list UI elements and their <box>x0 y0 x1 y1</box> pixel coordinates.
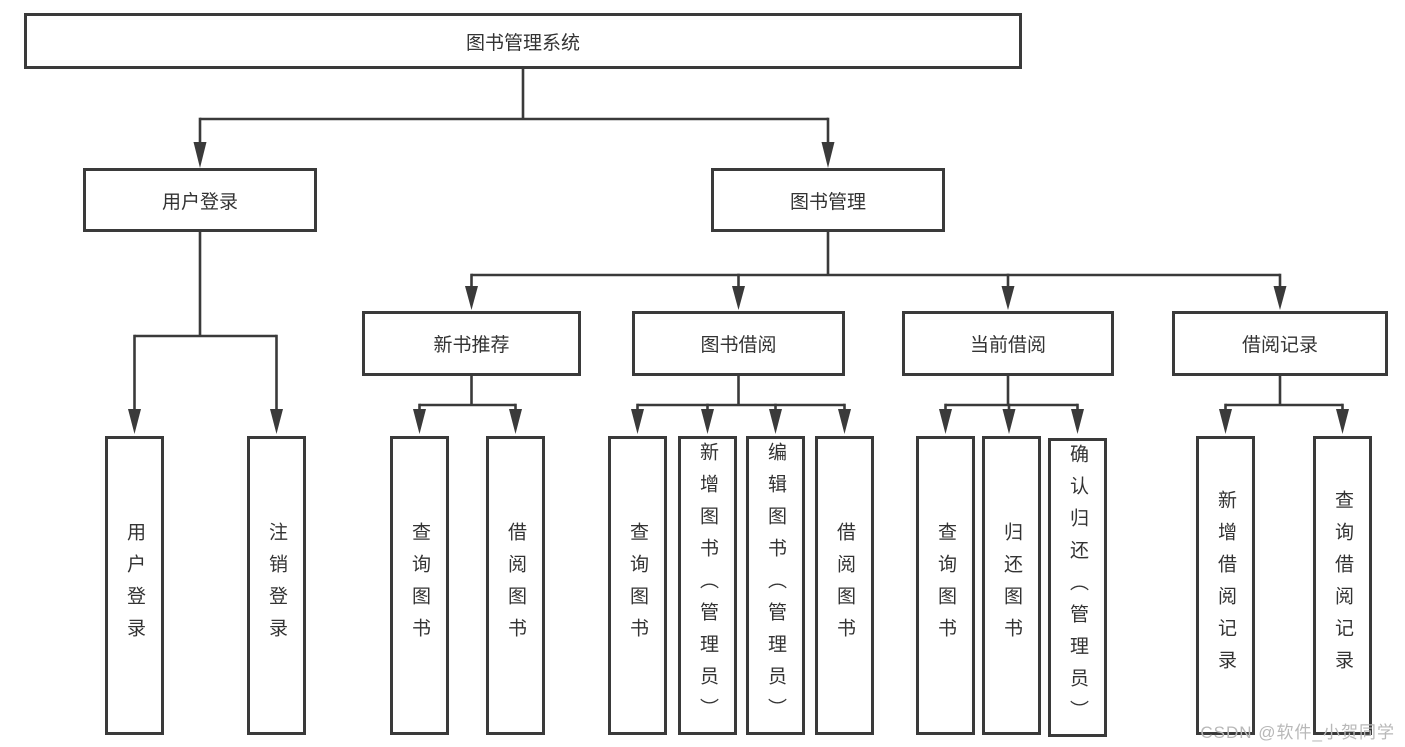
node-current-borrow: 当前借阅 <box>902 311 1114 376</box>
leaf-borrow-book-2-label: 借阅图书 <box>834 521 855 650</box>
node-leaf-query-book-1: 查询图书 <box>390 436 449 735</box>
edges-borrow-records-children <box>1219 376 1349 434</box>
leaf-add-borrow-record-label: 新增借阅记录 <box>1215 489 1236 682</box>
node-new-book-recommend-label: 新书推荐 <box>433 335 510 356</box>
arrowhead-down-icon <box>821 142 835 168</box>
arrowhead-down-icon <box>1002 409 1016 434</box>
arrowhead-down-icon <box>769 409 782 434</box>
arrowhead-down-icon <box>939 409 952 434</box>
leaf-return-book-label: 归还图书 <box>1001 521 1022 650</box>
edges-root-to-level2 <box>193 69 835 168</box>
edges-current-borrow-children <box>939 376 1084 434</box>
csdn-watermark: CSDN @软件_小贺同学 <box>1200 723 1395 742</box>
node-leaf-return-book: 归还图书 <box>982 436 1041 735</box>
node-leaf-add-borrow-record: 新增借阅记录 <box>1196 436 1255 735</box>
arrowhead-down-icon <box>701 409 714 434</box>
node-leaf-edit-book: 编辑图书（管理员） <box>746 436 805 735</box>
edges-book-borrow-children <box>631 376 851 434</box>
node-borrow-records-label: 借阅记录 <box>1241 335 1318 356</box>
node-user-login-label: 用户登录 <box>161 191 238 213</box>
edges-user-login-children <box>128 232 283 434</box>
node-borrow-records: 借阅记录 <box>1172 311 1388 376</box>
arrowhead-down-icon <box>413 409 426 434</box>
arrowhead-down-icon <box>509 409 522 434</box>
leaf-borrow-book-1-label: 借阅图书 <box>505 521 526 650</box>
node-leaf-query-borrow-record: 查询借阅记录 <box>1313 436 1372 735</box>
node-leaf-borrow-book-2: 借阅图书 <box>815 436 874 735</box>
edges-new-book-recommend-children <box>413 376 522 434</box>
arrowhead-down-icon <box>631 409 644 434</box>
arrowhead-down-icon <box>1219 409 1232 434</box>
node-user-login: 用户登录 <box>83 168 317 232</box>
node-current-borrow-label: 当前借阅 <box>969 335 1046 356</box>
node-book-management-label: 图书管理 <box>789 191 866 213</box>
node-leaf-add-book: 新增图书（管理员） <box>678 436 737 735</box>
arrowhead-down-icon <box>1001 286 1015 310</box>
node-root: 图书管理系统 <box>24 13 1022 69</box>
leaf-logout-label: 注销登录 <box>266 521 287 650</box>
node-book-management: 图书管理 <box>711 168 945 232</box>
node-root-label: 图书管理系统 <box>465 32 580 54</box>
arrowhead-down-icon <box>1273 286 1287 310</box>
arrowhead-down-icon <box>1336 409 1349 434</box>
leaf-edit-book-label: 编辑图书（管理员） <box>765 441 786 730</box>
node-leaf-confirm-return: 确认归还（管理员） <box>1048 438 1107 737</box>
arrowhead-down-icon <box>270 409 283 434</box>
node-leaf-query-book-2: 查询图书 <box>608 436 667 735</box>
arrowhead-down-icon <box>465 286 478 310</box>
arrowhead-down-icon <box>732 286 745 310</box>
node-book-borrow-label: 图书借阅 <box>700 335 777 356</box>
leaf-query-borrow-record-label: 查询借阅记录 <box>1332 489 1353 682</box>
leaf-query-book-1-label: 查询图书 <box>409 521 430 650</box>
leaf-add-book-label: 新增图书（管理员） <box>697 441 718 730</box>
node-leaf-user-login: 用户登录 <box>105 436 164 735</box>
leaf-user-login-label: 用户登录 <box>124 521 145 650</box>
leaf-query-book-2-label: 查询图书 <box>627 521 648 650</box>
node-leaf-query-book-3: 查询图书 <box>916 436 975 735</box>
node-new-book-recommend: 新书推荐 <box>362 311 581 376</box>
node-book-borrow: 图书借阅 <box>632 311 845 376</box>
node-leaf-logout: 注销登录 <box>247 436 306 735</box>
arrowhead-down-icon <box>838 409 851 434</box>
arrowhead-down-icon <box>1071 409 1084 434</box>
arrowhead-down-icon <box>128 409 141 434</box>
edges-book-management-children <box>465 232 1287 310</box>
leaf-query-book-3-label: 查询图书 <box>935 521 956 650</box>
arrowhead-down-icon <box>193 142 207 168</box>
node-leaf-borrow-book-1: 借阅图书 <box>486 436 545 735</box>
leaf-confirm-return-label: 确认归还（管理员） <box>1067 443 1088 732</box>
